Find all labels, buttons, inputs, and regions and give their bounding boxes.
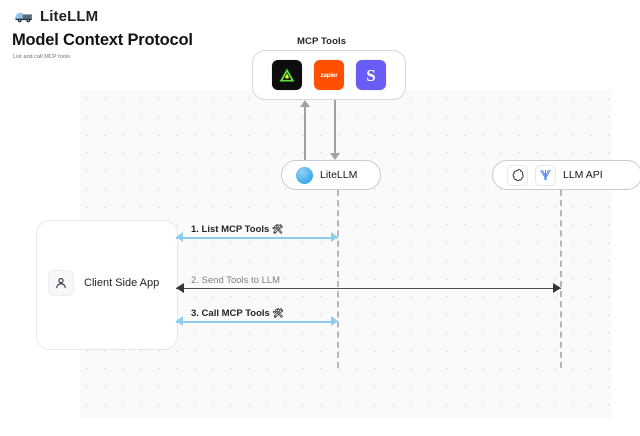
message-shaft <box>176 288 561 290</box>
claude-glyph-icon <box>540 169 551 181</box>
arrow-head-down-icon <box>330 153 340 160</box>
arrow-head-right-icon <box>331 232 338 242</box>
lifeline-llm-api <box>560 190 562 368</box>
slack-tool-icon[interactable]: S <box>356 60 386 90</box>
mcp-tools-group: zapier S <box>252 50 406 100</box>
client-side-app-label: Client Side App <box>84 277 160 289</box>
brand-name: LiteLLM <box>40 8 99 25</box>
brand: LiteLLM <box>14 8 98 25</box>
arrow-mcp-to-litellm-up <box>299 100 311 160</box>
arrow-head-right-icon <box>553 283 561 293</box>
page-title: Model Context Protocol <box>12 31 193 49</box>
canvas-mask-bottom <box>0 418 640 436</box>
litellm-logo-icon <box>296 166 313 184</box>
openai-logo-icon <box>507 164 528 186</box>
client-side-app-content: Client Side App <box>48 270 159 296</box>
arrow-head-up-icon <box>300 100 310 107</box>
arrow-head-left-icon <box>176 232 183 242</box>
claude-logo-icon <box>535 164 556 186</box>
openai-glyph-icon <box>512 169 524 182</box>
zapier-tool-label: zapier <box>320 71 338 79</box>
message-list-mcp-tools: 1. List MCP Tools 🛠 <box>176 224 338 246</box>
node-llm-api[interactable]: LLM API <box>492 160 640 190</box>
message-label: 3. Call MCP Tools 🛠 <box>188 308 287 319</box>
message-label-text: 3. Call MCP Tools <box>191 308 270 319</box>
page-subtitle: List and call MCP tools <box>13 54 70 60</box>
tools-emoji-icon: 🛠 <box>271 224 284 234</box>
zapier-tool-icon[interactable]: zapier <box>314 60 344 90</box>
message-shaft <box>176 321 338 323</box>
node-litellm[interactable]: LiteLLM <box>281 160 381 190</box>
arrow-head-right-icon <box>331 316 338 326</box>
anthropic-tool-icon[interactable] <box>272 60 302 90</box>
truck-icon <box>15 12 32 23</box>
message-label-text: 2. Send Tools to LLM <box>191 275 281 286</box>
canvas-mask-right <box>612 68 640 436</box>
message-label-text: 1. List MCP Tools <box>191 224 270 235</box>
arrow-head-left-icon <box>176 316 183 326</box>
user-glyph-icon <box>56 278 66 289</box>
message-shaft <box>176 237 338 239</box>
message-label: 2. Send Tools to LLM <box>188 275 284 286</box>
message-call-mcp-tools: 3. Call MCP Tools 🛠 <box>176 308 338 330</box>
tools-emoji-icon: 🛠 <box>272 308 284 318</box>
anthropic-glyph-icon <box>279 68 295 82</box>
node-llm-api-label: LLM API <box>563 169 603 181</box>
message-label: 1. List MCP Tools 🛠 <box>188 224 287 235</box>
lifeline-litellm <box>337 190 339 368</box>
arrow-shaft <box>334 100 336 155</box>
message-send-tools-to-llm: 2. Send Tools to LLM <box>176 275 561 297</box>
node-litellm-label: LiteLLM <box>320 169 358 181</box>
mcp-tools-label: MCP Tools <box>297 36 347 47</box>
arrow-shaft <box>304 105 306 160</box>
user-icon <box>48 270 74 296</box>
arrow-head-left-icon <box>176 283 184 293</box>
slack-tool-label: S <box>366 65 376 85</box>
arrow-litellm-to-mcp-down <box>329 100 341 160</box>
